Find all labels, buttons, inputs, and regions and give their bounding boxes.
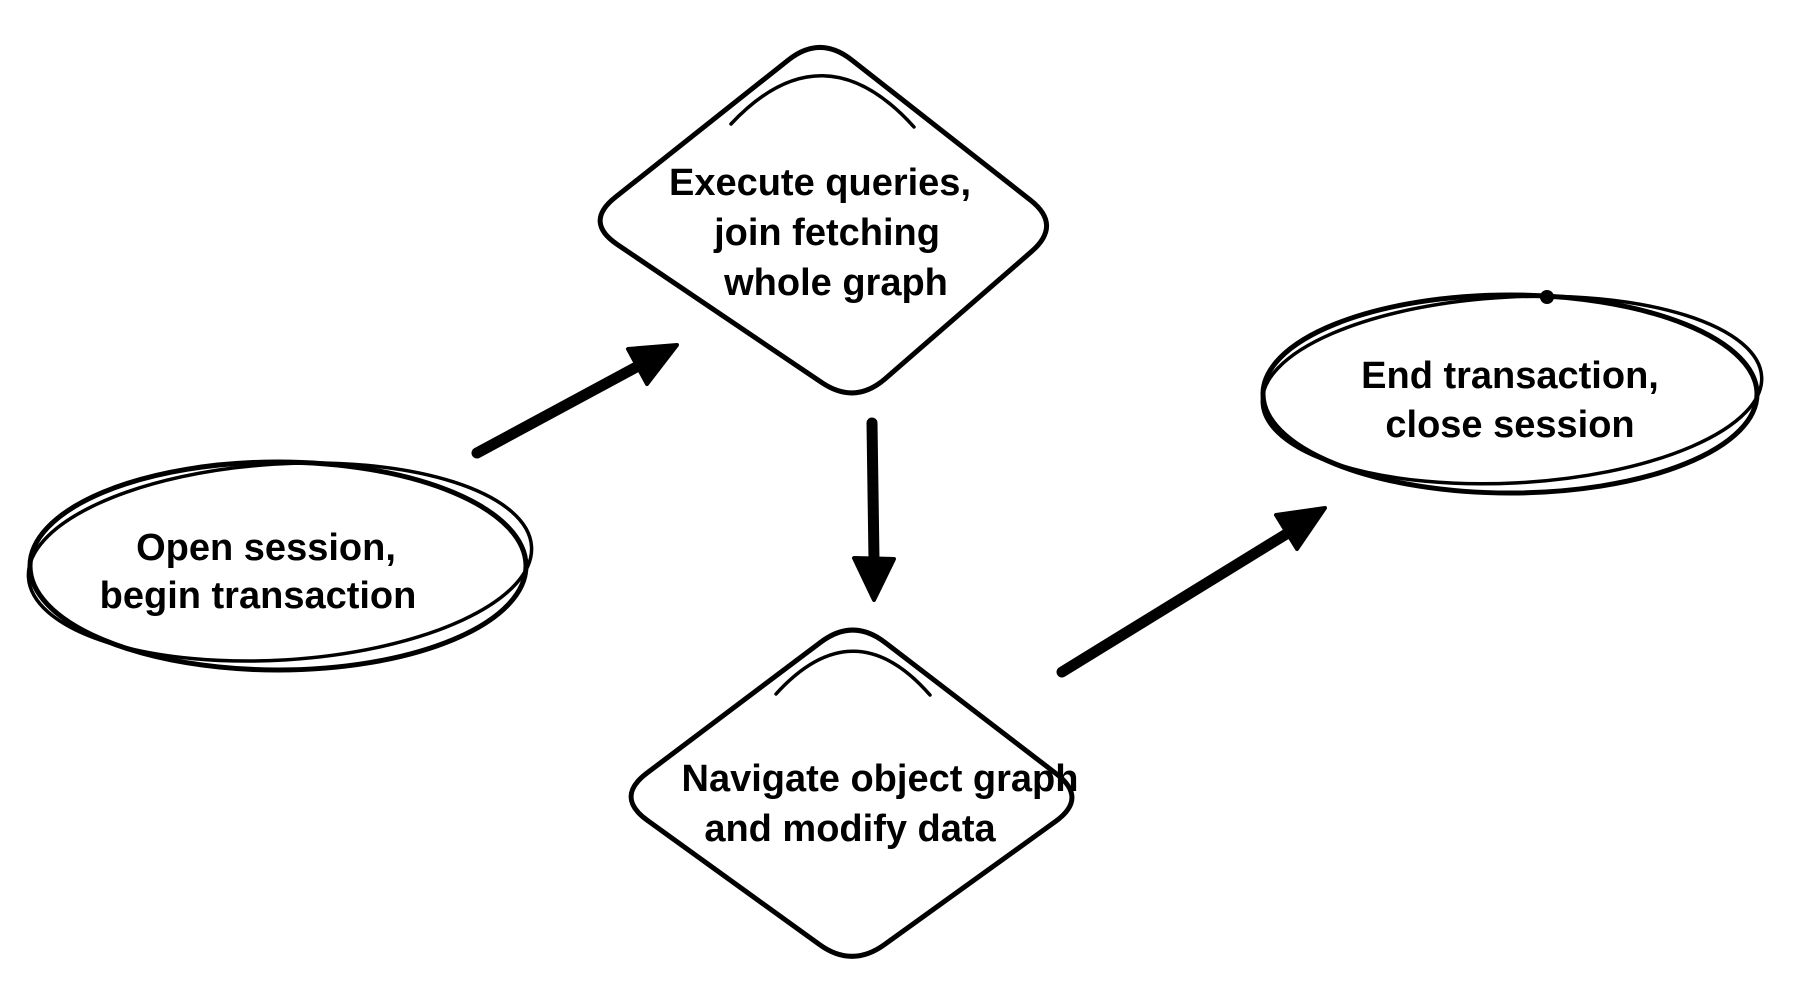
execute-queries-label-line3: whole graph [723, 262, 948, 304]
navigate-graph-outline-sketch [774, 649, 932, 697]
open-session-label-line1: Open session, [136, 527, 396, 569]
navigate-graph-outline [628, 627, 1075, 959]
arrow-navigate-to-end-shaft [1056, 527, 1294, 678]
node-end-transaction: End transaction, close session [1260, 290, 1764, 496]
arrow-open-to-execute-shaft [471, 358, 648, 459]
arrow-execute-to-navigate-shaft [866, 417, 880, 566]
node-navigate-graph: Navigate object graph and modify data [628, 627, 1079, 959]
navigate-graph-label-line1: Navigate object graph [682, 758, 1079, 800]
execute-queries-label-line1: Execute queries, [669, 162, 971, 204]
arrow-navigate-to-end [1056, 506, 1327, 678]
arrow-navigate-to-end-head [1274, 506, 1327, 551]
arrow-execute-to-navigate [852, 417, 896, 602]
execute-queries-outline-sketch [729, 74, 916, 129]
end-transaction-outline-sketch [1260, 294, 1764, 486]
node-execute-queries: Execute queries, join fetching whole gra… [597, 45, 1049, 396]
execute-queries-label-line2: join fetching [713, 212, 940, 254]
end-transaction-ink-dot [1540, 290, 1554, 304]
open-session-outline-sketch [26, 461, 534, 663]
open-session-label-line2: begin transaction [100, 575, 417, 617]
arrow-open-to-execute-head [626, 343, 679, 386]
execute-queries-outline [597, 45, 1049, 396]
end-transaction-label-line1: End transaction, [1361, 355, 1659, 397]
node-open-session: Open session, begin transaction [26, 459, 534, 673]
end-transaction-label-line2: close session [1385, 404, 1634, 446]
arrow-execute-to-navigate-head [852, 556, 896, 602]
arrow-open-to-execute [471, 343, 679, 459]
navigate-graph-label-line2: and modify data [704, 808, 996, 850]
